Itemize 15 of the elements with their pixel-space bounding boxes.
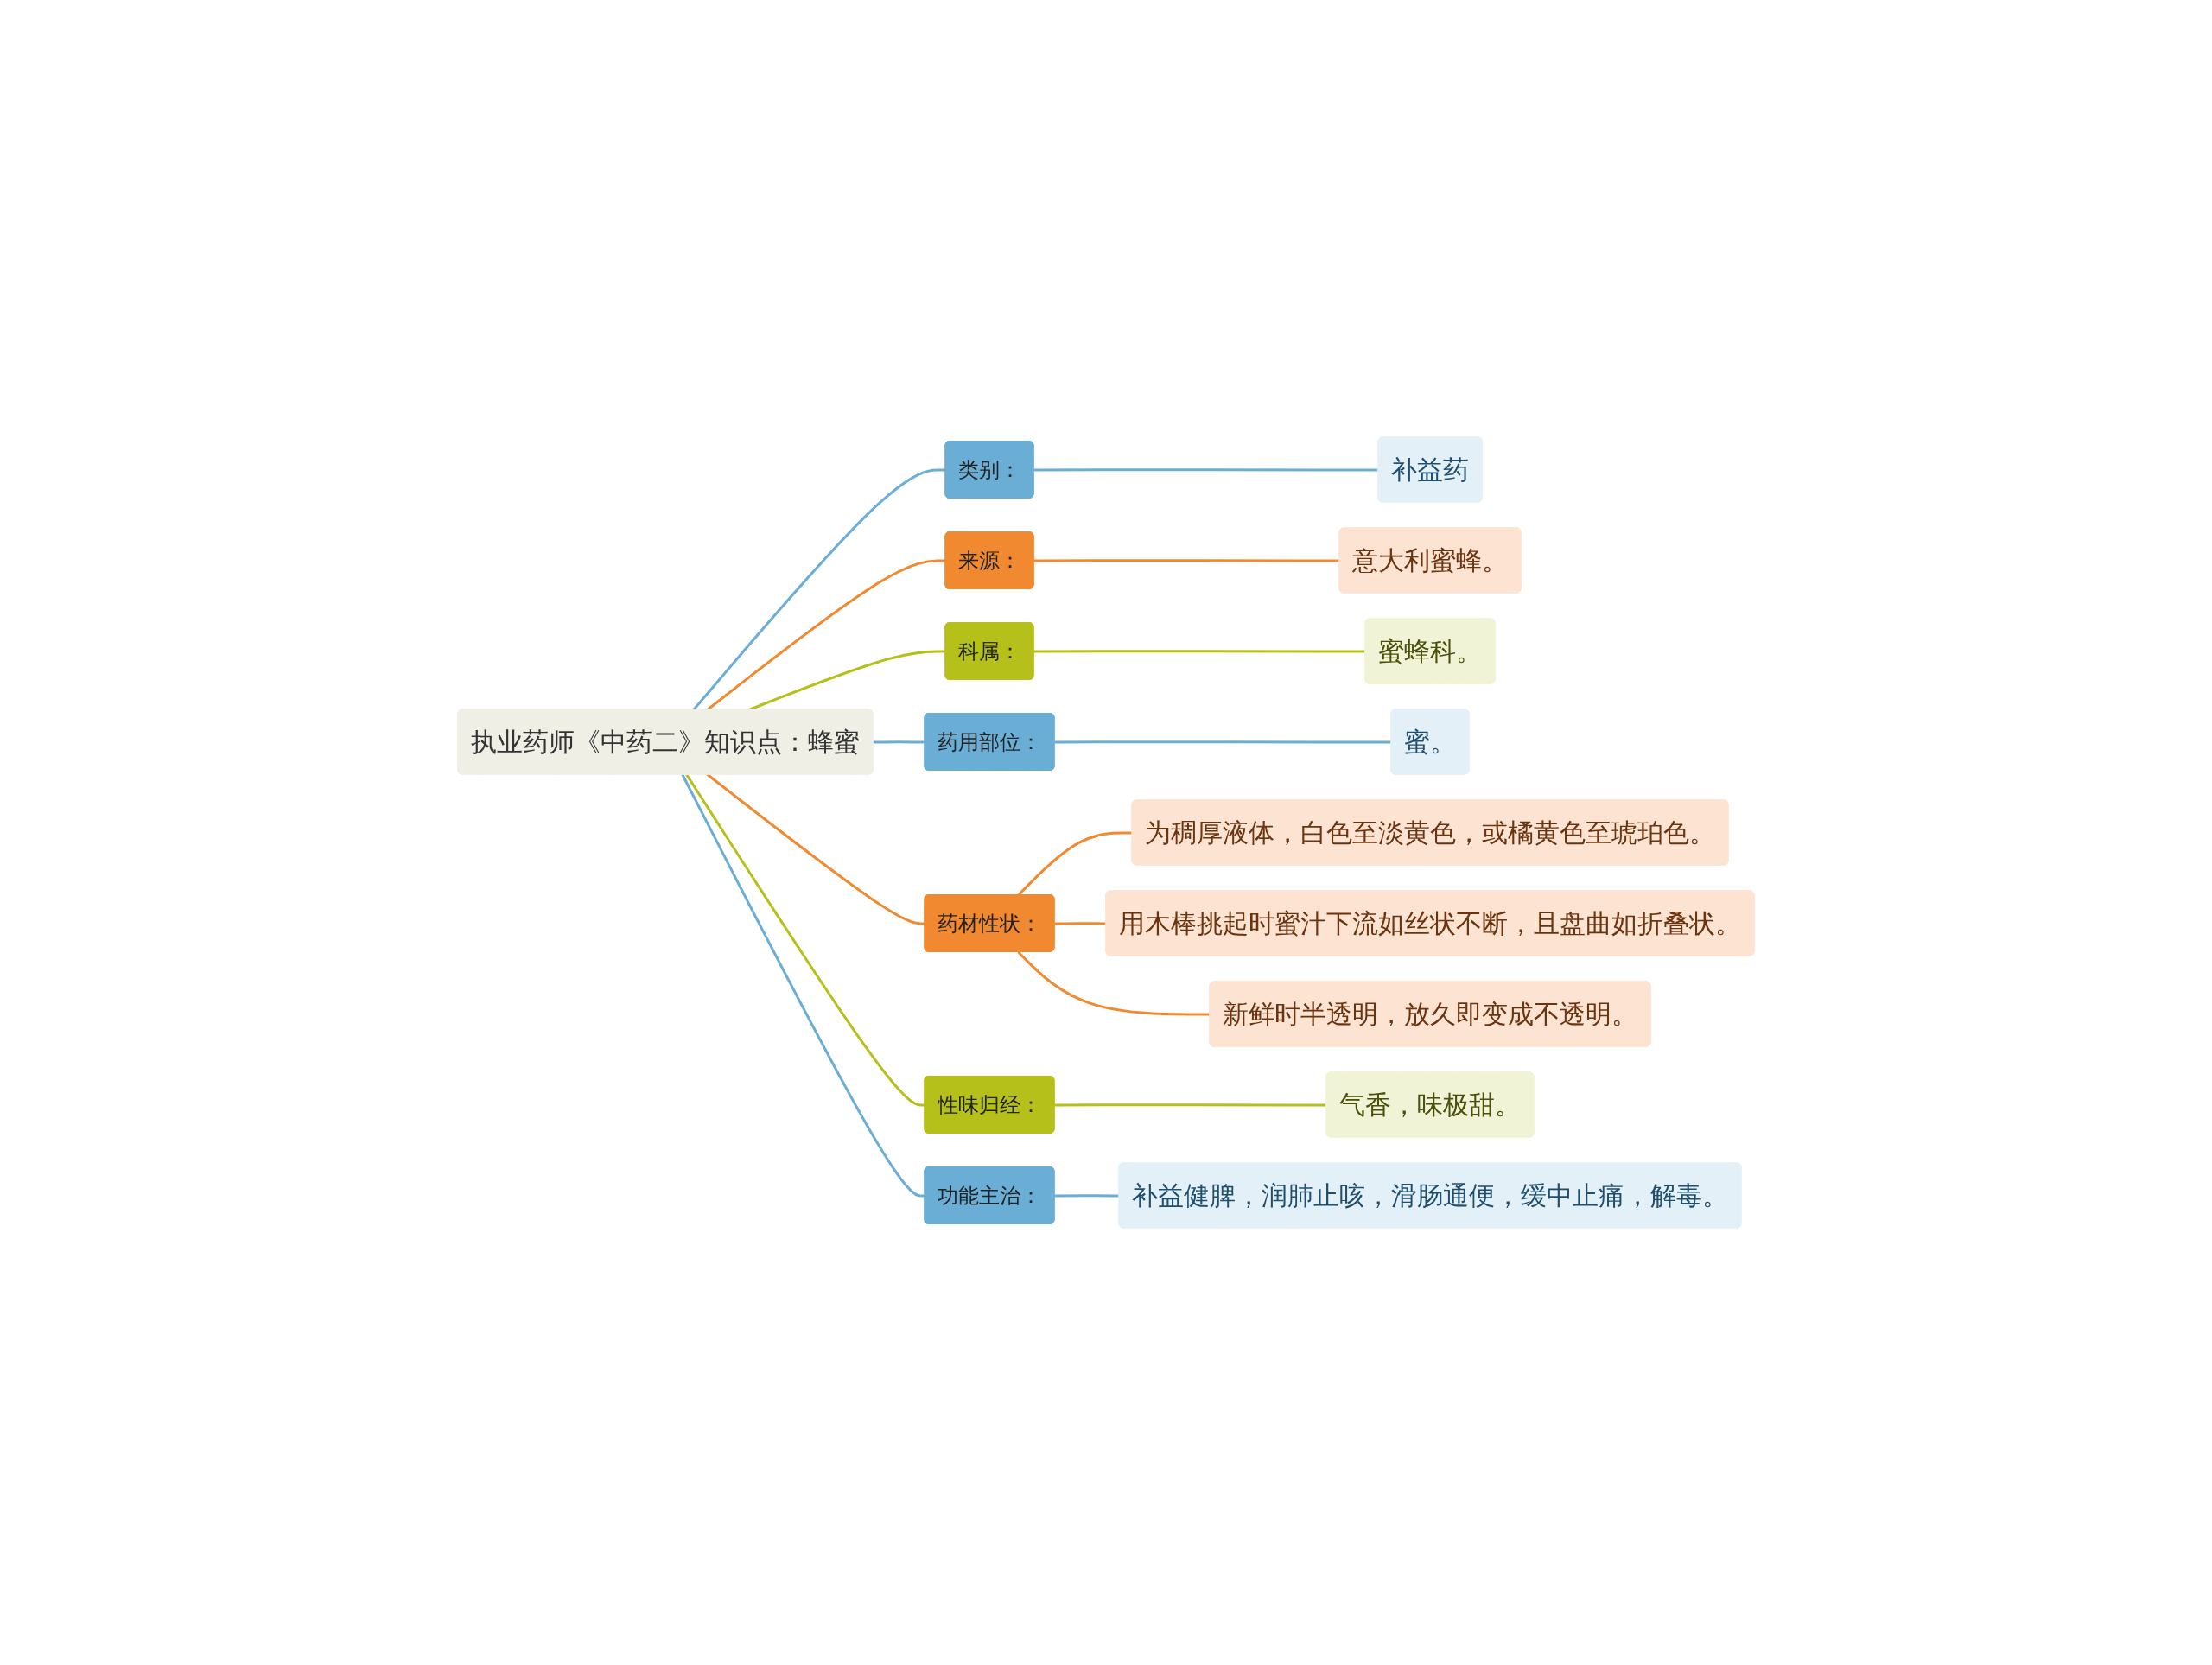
connector bbox=[706, 773, 925, 925]
connector bbox=[706, 559, 946, 711]
connector bbox=[1033, 468, 1379, 472]
connector bbox=[1054, 1194, 1120, 1198]
connector bbox=[685, 773, 925, 1107]
connector bbox=[748, 650, 946, 711]
connector bbox=[1054, 740, 1392, 744]
connector bbox=[1033, 559, 1340, 562]
connector bbox=[873, 740, 925, 744]
connector bbox=[1033, 650, 1366, 653]
connector bbox=[692, 468, 946, 711]
connector bbox=[681, 773, 925, 1198]
connector bbox=[1017, 950, 1211, 1016]
connector bbox=[1054, 922, 1107, 925]
connector bbox=[1054, 1103, 1327, 1107]
